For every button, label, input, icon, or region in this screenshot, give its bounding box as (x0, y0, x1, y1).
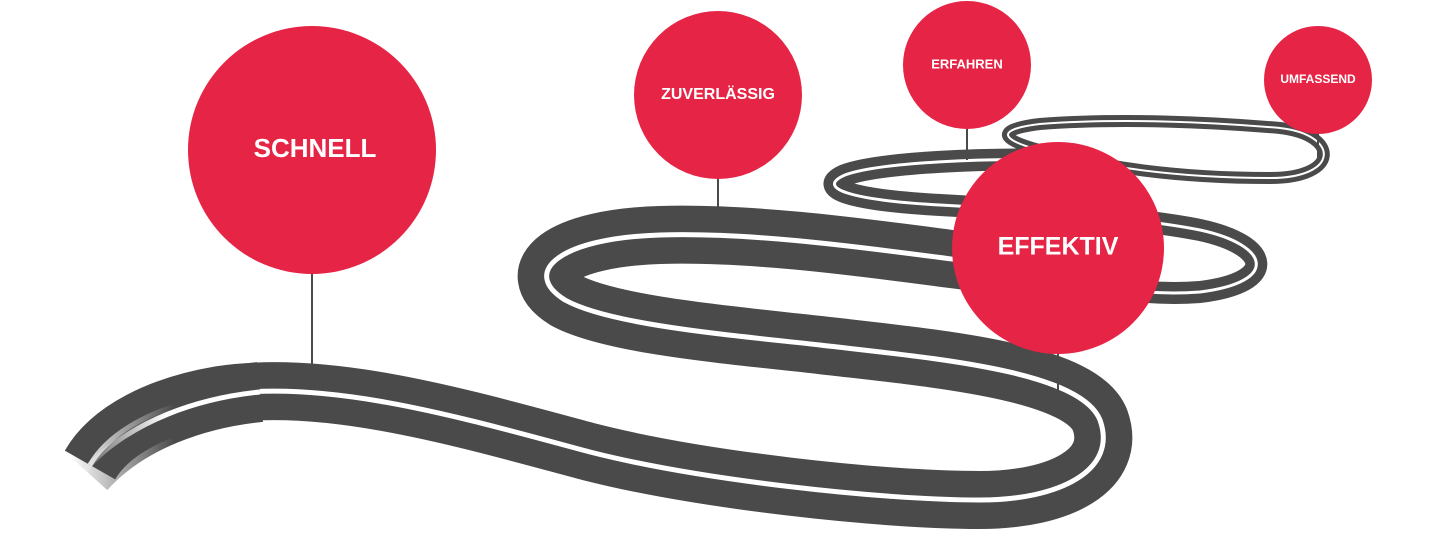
milestone-label: ZUVERLÄSSIG (661, 85, 775, 103)
milestone-effektiv: EFFEKTIV (952, 142, 1164, 405)
pin-head (903, 1, 1031, 129)
milestone-umfassend: UMFASSEND (1264, 26, 1372, 158)
milestone-schnell: SCHNELL (188, 26, 436, 386)
pin-head (634, 11, 802, 179)
road-fade-stripe (83, 389, 261, 472)
road-fade-end (62, 362, 264, 491)
pin-head (1264, 26, 1372, 134)
milestone-pins: SCHNELL ZUVERLÄSSIG ERFAHREN UMFASSEND E… (188, 1, 1372, 405)
pin-head (952, 142, 1164, 354)
road-stripe-near (87, 232, 1106, 503)
milestone-label: ERFAHREN (931, 56, 1003, 71)
milestone-label: SCHNELL (254, 133, 377, 163)
milestone-label: UMFASSEND (1280, 72, 1356, 86)
milestone-erfahren: ERFAHREN (903, 1, 1031, 160)
milestone-zuverlaessig: ZUVERLÄSSIG (634, 11, 802, 226)
milestone-label: EFFEKTIV (998, 233, 1119, 261)
pin-head (188, 26, 436, 274)
